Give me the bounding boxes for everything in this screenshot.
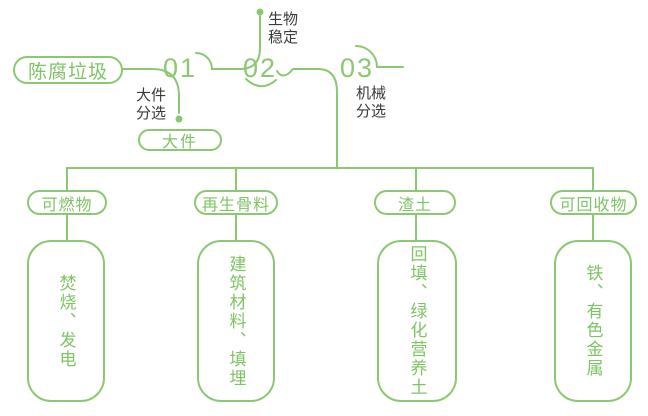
- category-node-recyclables: 可回收物: [550, 190, 637, 215]
- process-label-shengwu-wending: 生物 稳定: [268, 11, 299, 46]
- wire-arc-under-02: [245, 78, 277, 88]
- dajian-dot: [175, 115, 183, 123]
- step-number-3: 03: [340, 53, 375, 83]
- process-label-dajian-fenxuan: 大件 分选: [136, 87, 167, 122]
- wire-source-to-dajian: [122, 68, 180, 114]
- output-node-dajian: 大件: [138, 129, 222, 151]
- step-number-2: 02: [243, 53, 278, 83]
- dajian-label: 大件: [161, 134, 198, 151]
- process-label-jixie-fenxuan: 机械 分选: [356, 85, 387, 120]
- wire-03-tail: [355, 45, 404, 68]
- wire-02-to-tree: [276, 68, 338, 169]
- source-node: 陈腐垃圾: [13, 56, 123, 84]
- wire-01-to-02: [195, 15, 261, 70]
- result-box-backfill: 回填、绿化营养土: [377, 240, 457, 402]
- result-box-building-materials: 建筑材料、填埋: [197, 240, 275, 402]
- wire-tree-main: [66, 167, 594, 191]
- category-node-slag-soil: 渣土: [374, 190, 456, 215]
- category-node-recycled-aggregate: 再生骨料: [194, 190, 278, 215]
- category-node-combustibles: 可燃物: [27, 190, 107, 215]
- result-box-incineration: 焚烧、发电: [27, 240, 105, 402]
- source-label: 陈腐垃圾: [27, 61, 108, 83]
- result-box-metals: 铁、有色金属: [554, 240, 632, 402]
- biostable-dot: [256, 8, 264, 16]
- step-number-1: 01: [163, 53, 198, 83]
